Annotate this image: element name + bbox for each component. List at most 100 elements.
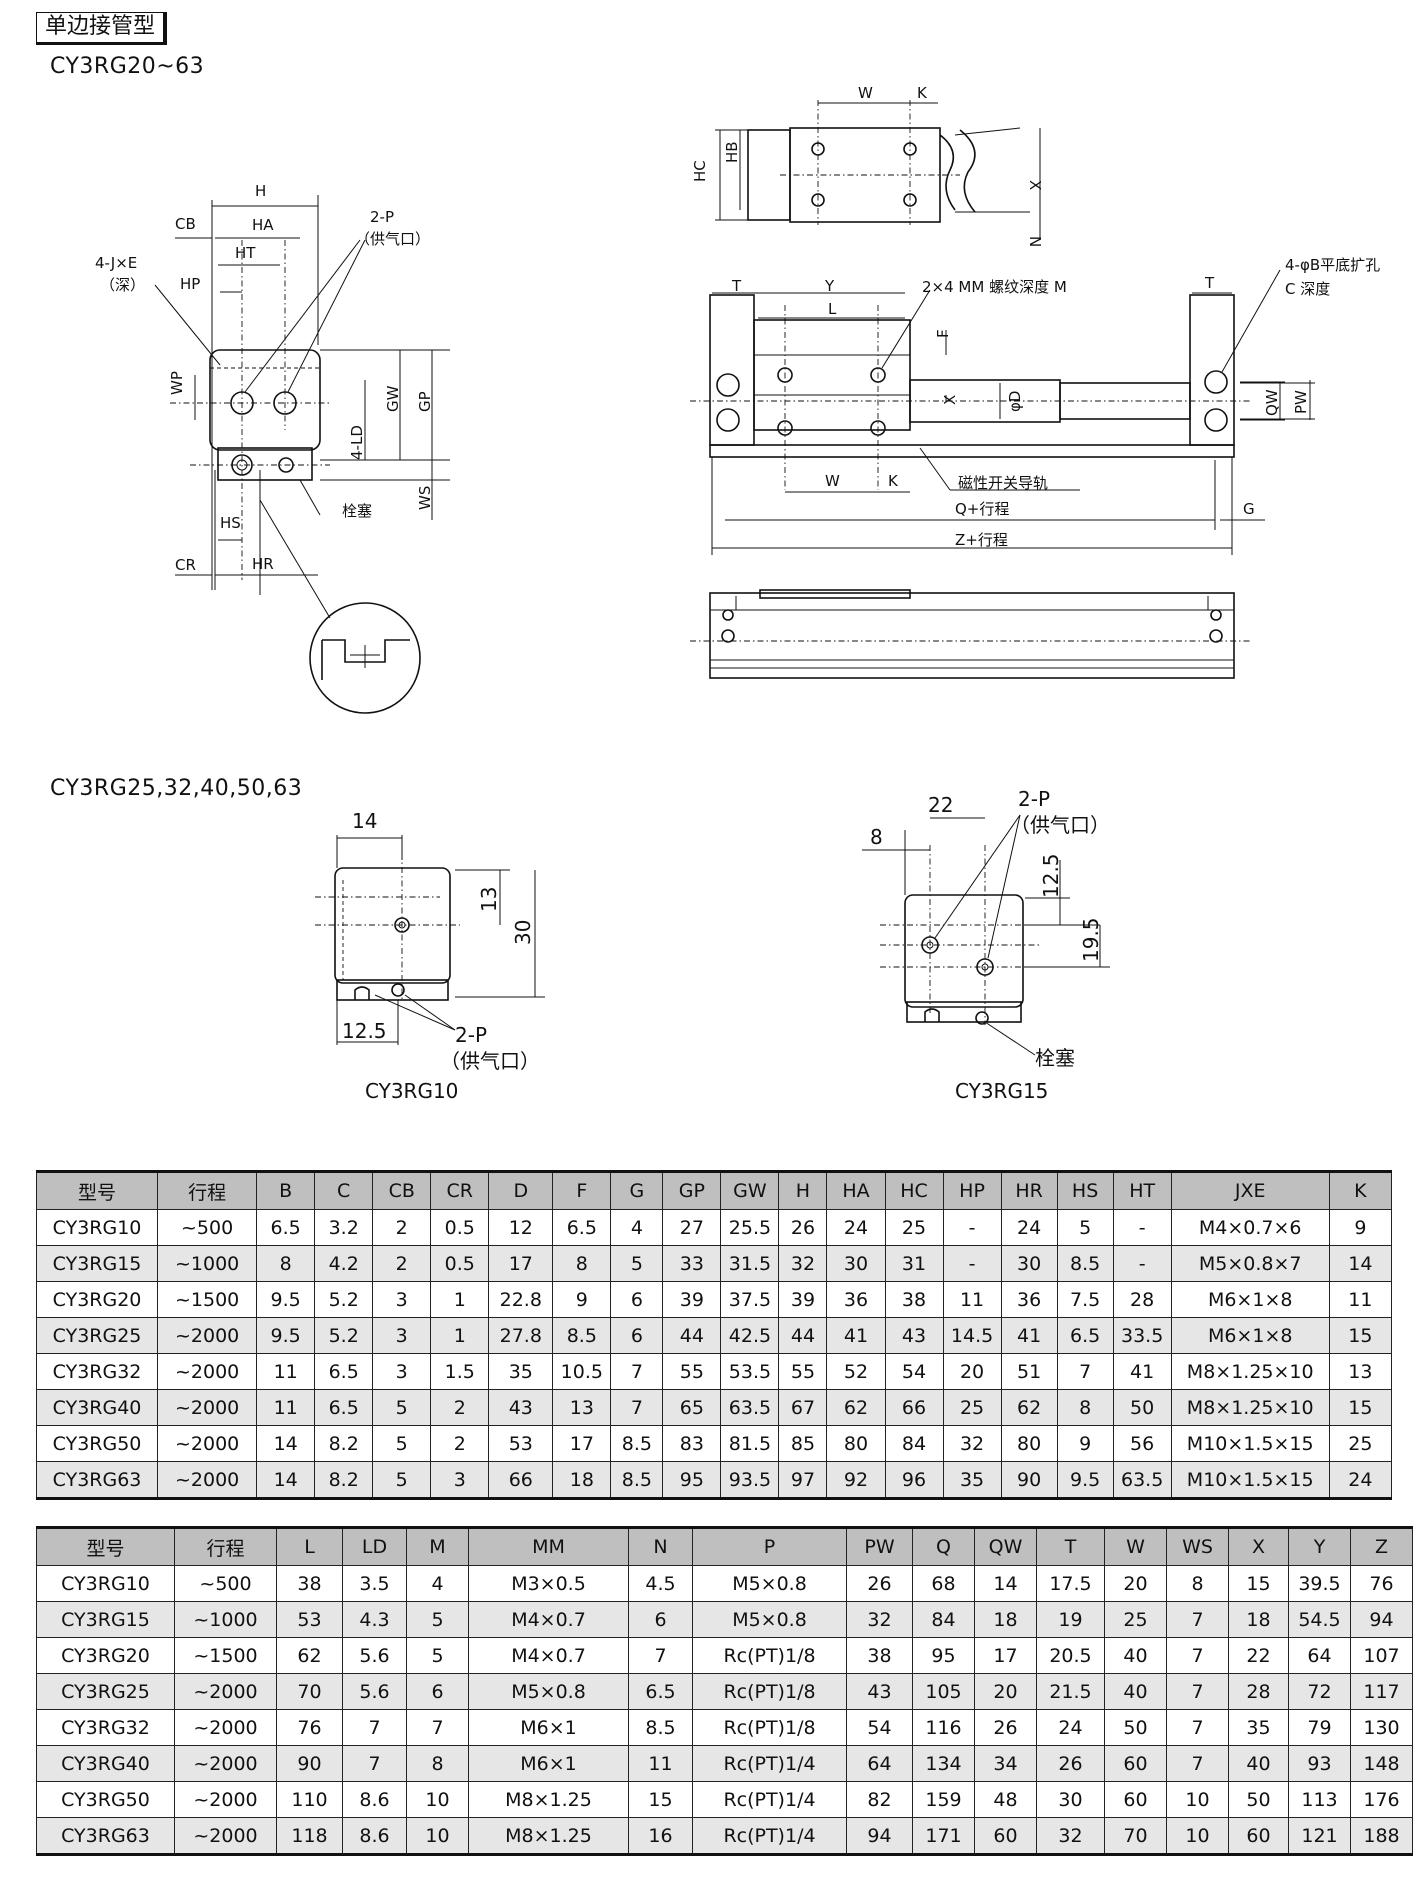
model-cell: CY3RG25 (35, 1317, 159, 1354)
table-cell: 72 (1288, 1673, 1351, 1710)
table-cell: M8×1.25 (468, 1781, 629, 1818)
table-cell: 34 (974, 1745, 1037, 1782)
table-cell: 26 (778, 1209, 828, 1246)
table-cell: 6 (610, 1281, 664, 1318)
column-header: X (1228, 1527, 1289, 1566)
table-cell: - (1112, 1245, 1172, 1282)
table-cell: 55 (662, 1353, 722, 1390)
column-header: MM (468, 1527, 629, 1566)
table-cell: 32 (778, 1245, 828, 1282)
dim15-2P: 2-P (1018, 787, 1050, 811)
dim-MM: 2×4 MM 螺纹深度 M (922, 278, 1067, 296)
table-cell: 96 (884, 1461, 944, 1499)
dim-D: φD (1006, 391, 1024, 412)
dim-T-right: T (1204, 274, 1215, 292)
table-cell: 31.5 (720, 1245, 780, 1282)
table-cell: Rc(PT)1/8 (692, 1673, 847, 1710)
table-cell: 5 (406, 1601, 469, 1638)
dim-HS: HS (220, 514, 241, 532)
column-header: T (1036, 1527, 1105, 1566)
cy3rg10-name: CY3RG10 (365, 1079, 458, 1103)
table-cell: M3×0.5 (468, 1565, 629, 1602)
column-header: CR (430, 1171, 490, 1210)
dim-HA: HA (252, 216, 274, 234)
column-header: B (256, 1171, 316, 1210)
table-cell: 26 (1036, 1745, 1105, 1782)
dim-F: F (934, 329, 952, 338)
table-cell: ~500 (174, 1565, 277, 1602)
table-cell: 6.5 (256, 1209, 316, 1246)
table-cell: 60 (1104, 1781, 1167, 1818)
table-cell: 40 (1104, 1637, 1167, 1674)
table-cell: ~1000 (157, 1245, 258, 1282)
column-header: P (692, 1527, 847, 1566)
table-cell: 81.5 (720, 1425, 780, 1462)
dim-HC: HC (691, 160, 709, 182)
table-cell: 8.2 (314, 1425, 374, 1462)
column-header: QW (974, 1527, 1037, 1566)
dim10-12-5: 12.5 (342, 1019, 387, 1043)
dim-B-hole: 4-φB平底扩孔 (1285, 256, 1380, 274)
table-cell: 4.5 (628, 1565, 693, 1602)
table-cell: 90 (1000, 1461, 1058, 1499)
table-cell: 6.5 (1056, 1317, 1114, 1354)
table-cell: 3 (372, 1281, 432, 1318)
table-cell: 38 (276, 1565, 343, 1602)
table-cell: 5.6 (342, 1673, 407, 1710)
table-cell: 117 (1350, 1673, 1413, 1710)
table-cell: 15 (1228, 1565, 1289, 1602)
model-range: CY3RG20~63 (50, 54, 205, 79)
table-cell: 15 (1328, 1389, 1393, 1426)
table-cell: 8.5 (610, 1425, 664, 1462)
table-cell: 8.5 (552, 1317, 612, 1354)
front-view-drawing: T Y 2×4 MM 螺纹深度 M T 4-φB平底扩孔 C 深度 L F X … (690, 256, 1380, 555)
table-cell: 24 (1328, 1461, 1393, 1499)
dim-top-K: K (917, 84, 928, 102)
table-cell: 84 (884, 1425, 944, 1462)
table-cell: 17.5 (1036, 1565, 1105, 1602)
table-cell: 5.2 (314, 1317, 374, 1354)
table-cell: 56 (1112, 1425, 1172, 1462)
table-cell: 5 (372, 1389, 432, 1426)
table-cell: 25 (884, 1209, 944, 1246)
table-cell: 14 (256, 1425, 316, 1462)
table-cell: 7 (628, 1637, 693, 1674)
table-cell: 94 (846, 1817, 913, 1855)
table-cell: 48 (974, 1781, 1037, 1818)
table-cell: 8 (552, 1245, 612, 1282)
table-cell: 54 (884, 1353, 944, 1390)
table-cell: 27.8 (488, 1317, 554, 1354)
table-cell: 10 (406, 1781, 469, 1818)
table-cell: 18 (1228, 1601, 1289, 1638)
end-view-drawing: H CB HA HT HP 4-J×E （深） 2-P （供气口） WP GW … (95, 182, 450, 714)
table-cell: 9 (552, 1281, 612, 1318)
dim10-2P: 2-P (455, 1023, 487, 1047)
table-cell: 38 (846, 1637, 913, 1674)
table-cell: 80 (1000, 1425, 1058, 1462)
table-cell: 66 (488, 1461, 554, 1499)
table-cell: Rc(PT)1/4 (692, 1781, 847, 1818)
model-cell: CY3RG10 (35, 1209, 159, 1246)
dim-Z: Z+行程 (955, 531, 1008, 549)
dim15-plug: 栓塞 (1035, 1046, 1075, 1070)
table-cell: 50 (1228, 1781, 1289, 1818)
model-cell: CY3RG20 (36, 1637, 175, 1674)
table-cell: 64 (846, 1745, 913, 1782)
table-cell: 3.5 (342, 1565, 407, 1602)
table-cell: 9.5 (256, 1281, 316, 1318)
table-cell: 95 (662, 1461, 722, 1499)
table-cell: M5×0.8 (692, 1565, 847, 1602)
table-cell: 26 (974, 1709, 1037, 1746)
column-header: Q (912, 1527, 975, 1566)
table-cell: 9 (1328, 1209, 1393, 1246)
table-cell: 8.5 (610, 1461, 664, 1499)
table-cell: 14 (256, 1461, 316, 1499)
dim-C-depth: C 深度 (1285, 280, 1330, 298)
column-header: 行程 (174, 1527, 277, 1566)
table-cell: 8 (1056, 1389, 1114, 1426)
